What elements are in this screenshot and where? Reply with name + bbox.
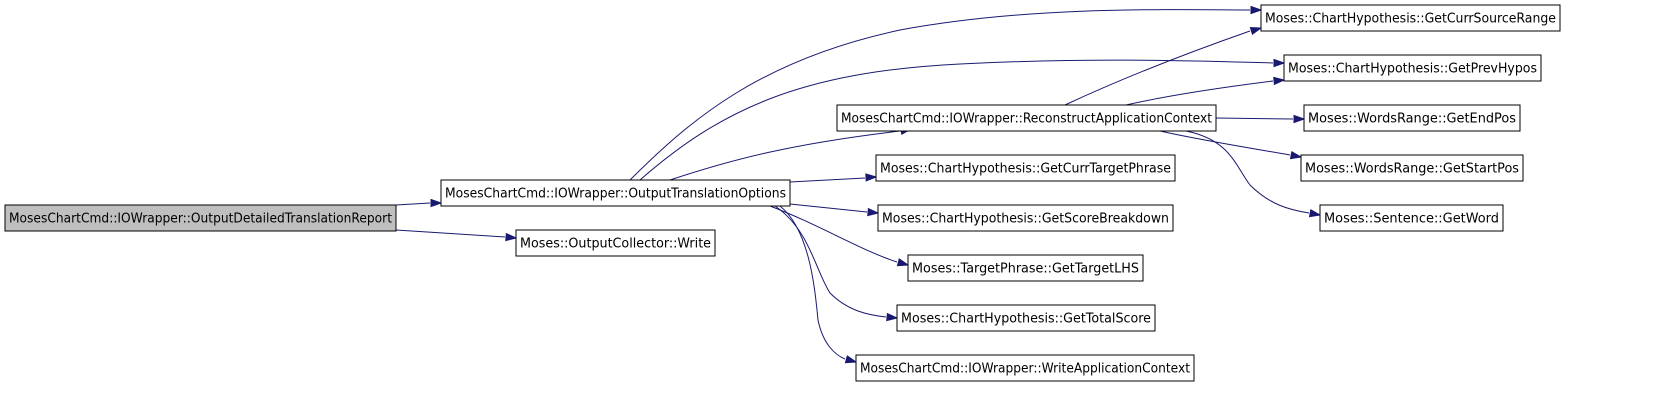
node-get-prev-hypos[interactable]: Moses::ChartHypothesis::GetPrevHypos [1283,54,1542,82]
node-box [1283,54,1542,82]
node-box [875,154,1176,182]
edge-n3-to-n12 [1159,130,1303,160]
node-label: MosesChartCmd::IOWrapper::ReconstructApp… [841,112,1212,127]
node-output-translation-options[interactable]: MosesChartCmd::IOWrapper::OutputTranslat… [440,179,791,207]
edge-n3-to-n11 [1215,114,1306,124]
node-box [877,204,1174,232]
node-label: Moses::ChartHypothesis::GetCurrTargetPhr… [880,162,1171,177]
node-label: MosesChartCmd::IOWrapper::OutputTranslat… [445,187,786,202]
edge-n1-to-n4 [789,173,878,183]
node-label: Moses::Sentence::GetWord [1324,212,1499,227]
node-label: Moses::ChartHypothesis::GetScoreBreakdow… [882,212,1169,227]
node-label: Moses::ChartHypothesis::GetPrevHypos [1288,62,1537,77]
edge-line [639,59,1274,181]
node-label: MosesChartCmd::IOWrapper::WriteApplicati… [860,362,1190,377]
edge-n0-to-n1 [395,198,443,208]
node-label: Moses::TargetPhrase::GetTargetLHS [912,262,1139,277]
node-get-target-lhs[interactable]: Moses::TargetPhrase::GetTargetLHS [907,254,1144,282]
edge-line [1185,130,1310,214]
node-box [440,179,791,207]
edge-line [1064,30,1251,106]
edge-n3-to-n13 [1185,130,1322,218]
node-label: Moses::OutputCollector::Write [520,237,711,252]
node-box [1260,4,1561,32]
node-get-curr-target-phrase[interactable]: Moses::ChartHypothesis::GetCurrTargetPhr… [875,154,1176,182]
arrowhead [430,198,443,208]
node-get-score-breakdown[interactable]: Moses::ChartHypothesis::GetScoreBreakdow… [877,204,1174,232]
arrowhead [844,355,858,364]
node-box [515,229,716,257]
node-reconstruct-application-context[interactable]: MosesChartCmd::IOWrapper::ReconstructApp… [836,104,1217,132]
edge-n1-to-n5 [789,203,880,217]
edge-n1-to-n10 [639,58,1286,181]
arrowhead [1293,114,1306,124]
edge-line [395,202,431,206]
arrowhead [1250,5,1263,15]
arrowhead [1273,58,1286,68]
edge-line [395,229,506,238]
node-box [1303,104,1521,132]
edge-n3-to-n10 [1125,76,1286,106]
arrowhead [1289,150,1303,160]
node-box [896,304,1156,332]
edge-line [789,177,866,183]
arrowhead [1308,208,1322,218]
node-box [855,354,1195,382]
arrowhead [1273,76,1286,86]
node-label: Moses::WordsRange::GetStartPos [1305,162,1519,177]
arrowhead [1249,26,1263,36]
edge-n1-to-n9 [629,5,1263,181]
node-get-start-pos[interactable]: Moses::WordsRange::GetStartPos [1300,154,1524,182]
node-output-collector-write[interactable]: Moses::OutputCollector::Write [515,229,716,257]
edge-n1-to-n3 [669,126,913,181]
node-box [1300,154,1524,182]
node-box [836,104,1217,132]
edge-line [774,205,887,318]
node-sentence-get-word[interactable]: Moses::Sentence::GetWord [1319,204,1504,232]
node-output-detailed-translation-report[interactable]: MosesChartCmd::IOWrapper::OutputDetailed… [4,204,397,232]
node-label: Moses::ChartHypothesis::GetCurrSourceRan… [1265,12,1556,27]
node-label: MosesChartCmd::IOWrapper::OutputDetailed… [9,212,392,227]
edge-line [629,9,1251,181]
node-get-curr-source-range[interactable]: Moses::ChartHypothesis::GetCurrSourceRan… [1260,4,1561,32]
node-label: Moses::ChartHypothesis::GetTotalScore [901,312,1151,327]
node-box [1319,204,1504,232]
edge-line [669,130,901,181]
node-box [4,204,397,232]
edge-line [779,205,846,360]
node-get-total-score[interactable]: Moses::ChartHypothesis::GetTotalScore [896,304,1156,332]
nodes-layer: MosesChartCmd::IOWrapper::OutputDetailed… [4,4,1561,382]
edge-n0-to-n2 [395,229,518,242]
node-label: Moses::WordsRange::GetEndPos [1308,112,1516,127]
arrowhead [505,232,518,242]
edge-n1-to-n8 [779,205,858,364]
arrowhead [867,207,880,217]
edge-n3-to-n9 [1064,26,1263,106]
edges-layer [395,5,1322,364]
arrowhead [865,173,878,182]
edge-line [789,203,868,213]
node-box [907,254,1144,282]
node-write-application-context[interactable]: MosesChartCmd::IOWrapper::WriteApplicati… [855,354,1195,382]
edge-line [1215,117,1294,120]
edge-line [1125,80,1274,106]
edge-line [1159,130,1291,156]
arrowhead [896,258,910,267]
arrowhead [886,312,899,322]
node-get-end-pos[interactable]: Moses::WordsRange::GetEndPos [1303,104,1521,132]
